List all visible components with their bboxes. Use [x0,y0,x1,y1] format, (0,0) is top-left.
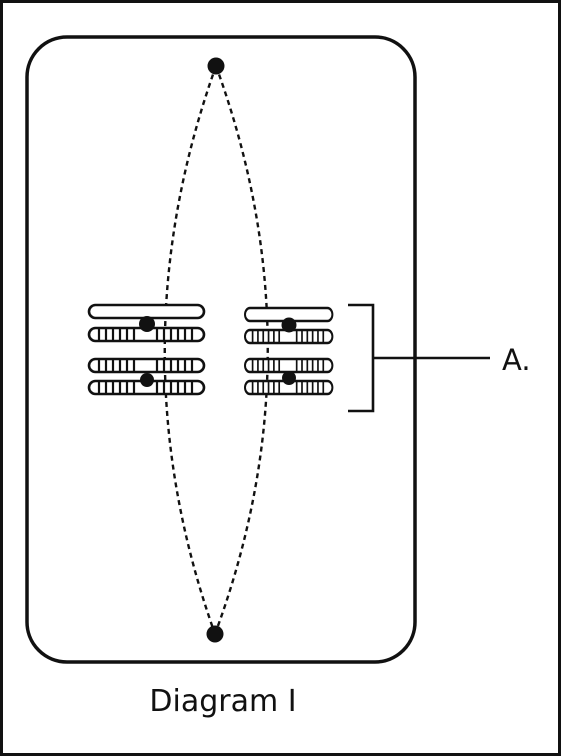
spindle-pole-bottom [206,625,224,643]
label-a: A. [502,343,531,377]
cell-membrane [25,35,417,664]
chromosome-right-2 [243,357,334,396]
spindle-fibre-right [213,65,269,635]
chromosome-left-2 [87,357,206,396]
centromere [281,317,297,333]
spindle-fibre-left [163,65,218,635]
centromere [282,371,296,385]
chromosome-right-1 [243,306,334,345]
spindle-pole-top [207,57,225,75]
centromere [140,373,154,387]
centromere [139,316,155,332]
chromosome-left-1 [87,303,206,343]
chromosome-group-right [243,306,334,396]
chromosome-group-left [87,303,206,396]
diagram-caption: Diagram I [149,684,296,719]
